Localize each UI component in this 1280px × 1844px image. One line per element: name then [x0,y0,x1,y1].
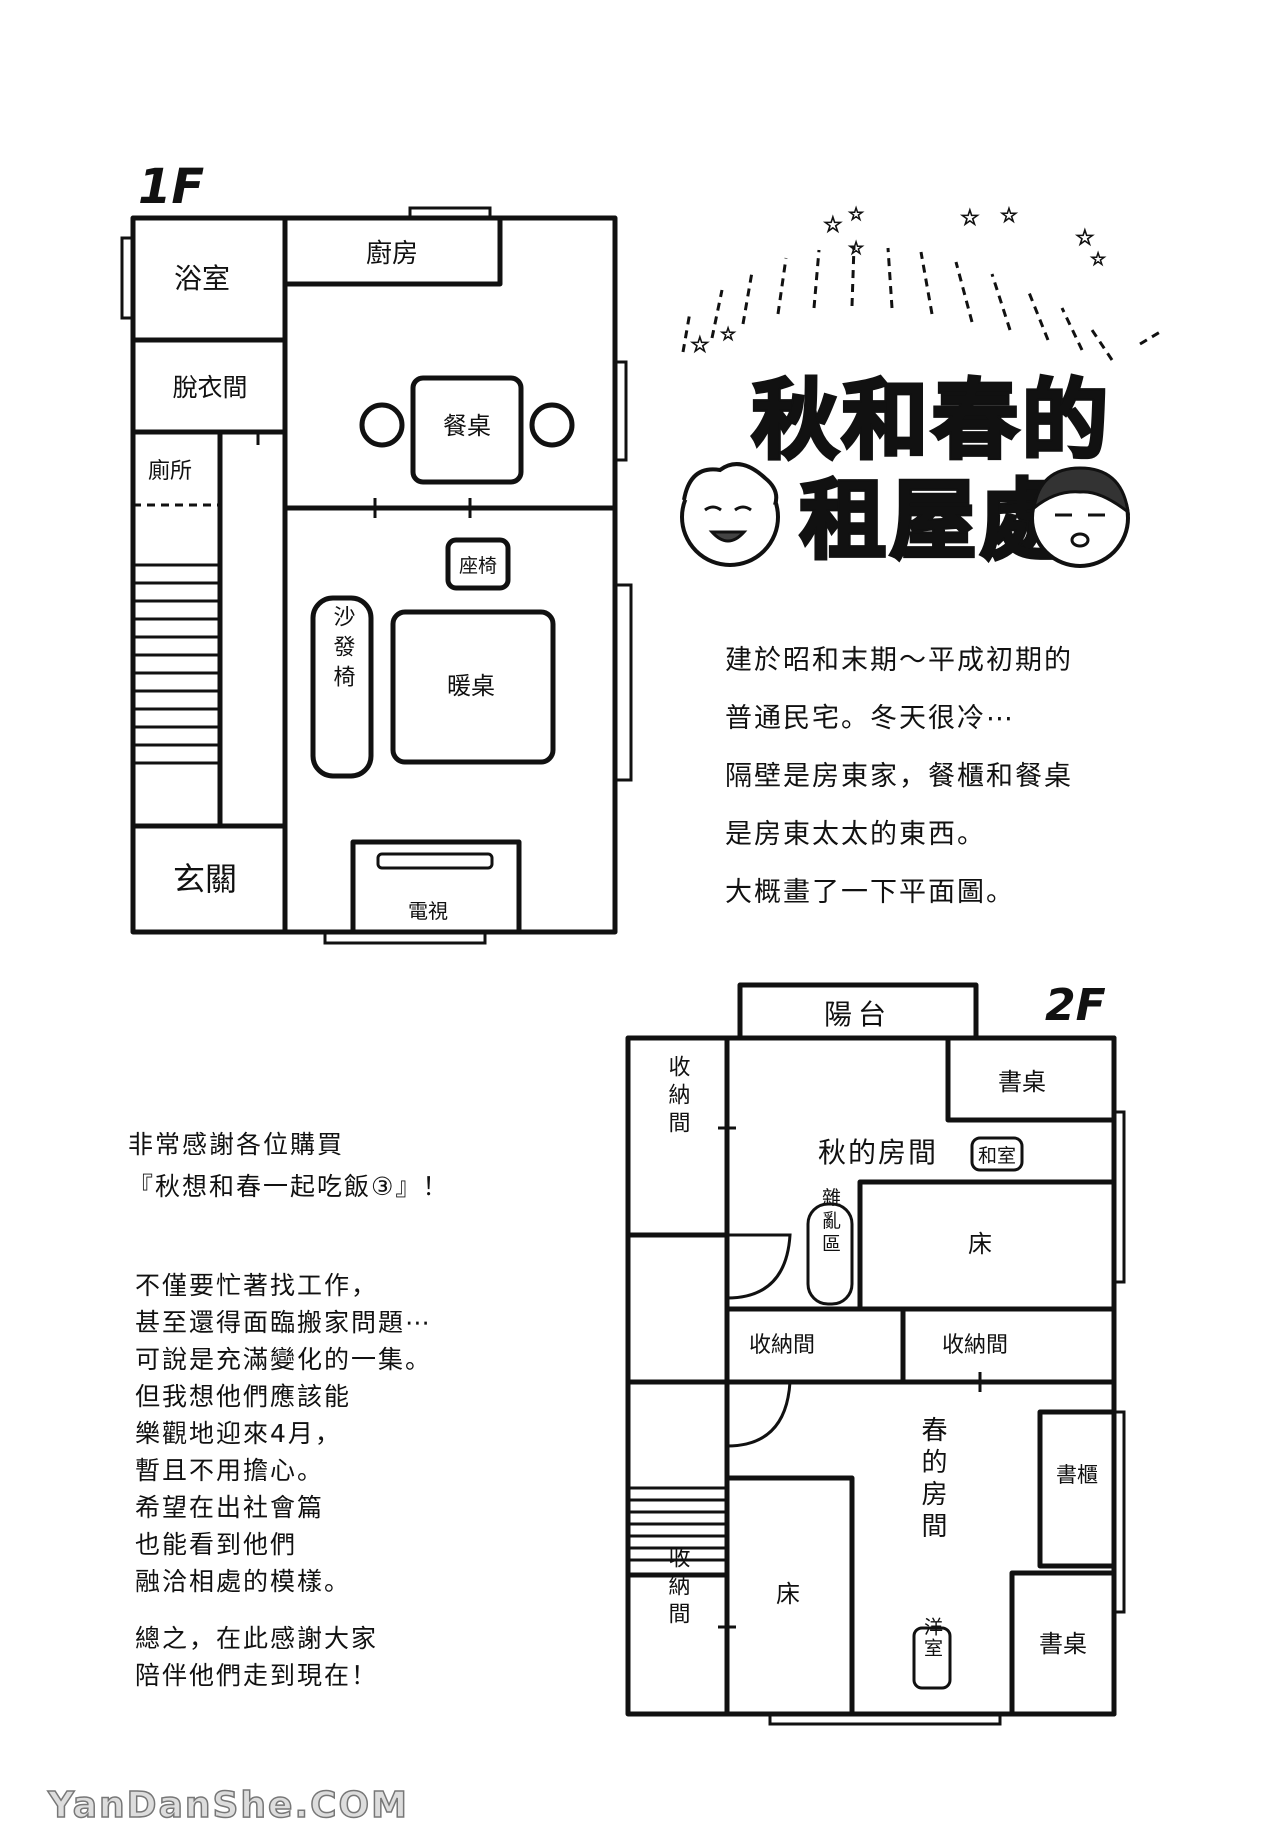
svg-text:☆: ☆ [848,204,864,225]
storage-left-top: 收納間 [665,1055,691,1139]
washitsu-tag: 和室 [978,1145,1016,1167]
desk-bottom-label: 書桌 [1039,1630,1087,1658]
body-line: 希望在出社會篇 [135,1493,325,1522]
body-line: 融洽相處的模樣。 [135,1567,352,1596]
svg-text:☆: ☆ [1090,249,1106,270]
title-line-1: 秋和春的 [752,371,1112,471]
body-line: 也能看到他們 [135,1530,298,1559]
description-line: 大概畫了一下平面圖。 [725,877,1015,908]
closing-message: 總之，在此感謝大家 陪伴他們走到現在！ [135,1620,378,1694]
closing-line: 總之，在此感謝大家 [135,1624,379,1653]
aki-room-label: 秋的房間 [818,1136,938,1169]
floor-1-label: 1F [138,159,204,215]
haru-face-icon [1030,466,1130,568]
room-toilet: 廁所 [148,459,192,484]
room-balcony: 陽台 [824,998,892,1031]
sparkle-arc: ☆ ☆ ☆ ☆ ☆ ☆ ☆ ☆ ☆ [681,203,1161,361]
svg-text:☆: ☆ [1000,203,1018,227]
body-line: 甚至還得面臨搬家問題⋯ [135,1308,433,1337]
room-bath: 浴室 [174,262,230,295]
bed-top-label: 床 [968,1230,992,1258]
desk-top-label: 書桌 [998,1068,1046,1096]
thanks-line: 非常感謝各位購買 [128,1130,345,1159]
svg-text:☆: ☆ [960,206,980,231]
body-line: 可說是充滿變化的一集。 [135,1345,433,1374]
thanks-message: 非常感謝各位購買 『秋想和春一起吃飯③』！ [128,1124,449,1208]
svg-text:☆: ☆ [823,213,843,238]
thanks-line: 『秋想和春一起吃飯③』！ [128,1172,450,1201]
svg-text:☆: ☆ [1075,226,1095,251]
bookcase-label: 書櫃 [1056,1463,1098,1487]
bed-bottom-label: 床 [776,1580,800,1608]
description-line: 隔壁是房東家，餐櫃和餐桌 [725,761,1073,792]
stairs-2f [628,1486,727,1562]
dining-table-label: 餐桌 [443,412,491,440]
room-entrance: 玄關 [173,860,237,898]
svg-text:☆: ☆ [690,333,710,358]
description-line: 普通民宅。冬天很冷⋯ [725,703,1015,734]
svg-text:☆: ☆ [848,238,864,259]
svg-text:☆: ☆ [720,324,736,345]
description-line: 是房東太太的東西。 [725,819,986,850]
sofa-label: 沙發椅 [330,605,356,695]
clutter-label: 雜亂區 [819,1187,841,1256]
storage-left-bottom: 收納間 [665,1546,691,1630]
chair-left [359,402,405,448]
watermark: YanDanShe.COM [47,1784,409,1827]
youshitsu-tag: 洋室 [921,1617,943,1659]
floor-2-plan: 2F 陽台 收納間 收納間 書桌 秋的房間 [625,980,1126,1726]
kotatsu-label: 暖桌 [447,672,495,700]
tv-label: 電視 [408,899,448,923]
description-line: 建於昭和末期～平成初期的 [725,645,1073,676]
stairs-1f [133,563,220,765]
body-message: 不僅要忙著找工作， 甚至還得面臨搬家問題⋯ 可說是充滿變化的一集。 但我想他們應… [135,1267,432,1600]
zaisu-label: 座椅 [459,555,497,577]
title-line-2: 租屋處 [800,471,1070,571]
chair-right [529,402,575,448]
body-line: 但我想他們應該能 [135,1382,352,1411]
storage-mid-a: 收納間 [749,1333,815,1358]
room-kitchen: 廚房 [366,239,418,269]
haru-room-label: 春的房間 [917,1416,947,1544]
body-line: 樂觀地迎來4月， [135,1419,342,1448]
floor-1-plan: 1F [120,159,633,945]
floor-2-label: 2F [1045,980,1106,1031]
room-dressing: 脫衣間 [172,373,247,402]
storage-mid-b: 收納間 [942,1333,1008,1358]
closing-line: 陪伴他們走到現在！ [135,1661,379,1690]
body-line: 暫且不用擔心。 [135,1456,325,1485]
aki-face-icon [680,462,780,567]
title-block: ☆ ☆ ☆ ☆ ☆ ☆ ☆ ☆ ☆ 秋和春的 租屋處 [680,203,1161,573]
description-text: 建於昭和末期～平成初期的 普通民宅。冬天很冷⋯ 隔壁是房東家，餐櫃和餐桌 是房東… [725,632,1073,922]
body-line: 不僅要忙著找工作， [135,1271,379,1300]
